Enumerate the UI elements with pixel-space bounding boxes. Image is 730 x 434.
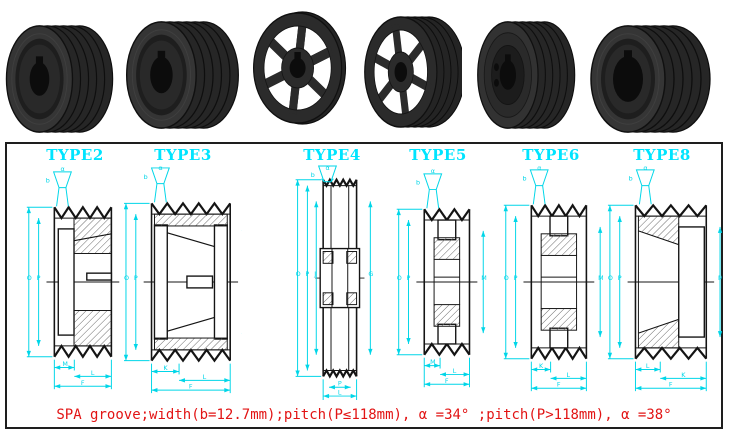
pulley-image: [5, 25, 114, 133]
svg-text:P: P: [134, 274, 138, 282]
svg-text:P: P: [338, 380, 342, 388]
svg-text:P: P: [618, 274, 622, 282]
svg-text:G: G: [368, 270, 373, 278]
svg-text:L: L: [338, 389, 342, 397]
pulley-photo: [122, 16, 244, 134]
svg-text:b: b: [416, 179, 420, 187]
svg-text:P: P: [37, 274, 41, 282]
svg-text:M: M: [718, 274, 722, 282]
svg-text:b: b: [629, 175, 633, 183]
svg-text:O: O: [124, 274, 129, 282]
svg-text:L: L: [646, 362, 650, 370]
pulley-image: [253, 11, 347, 125]
pulley-photo: [586, 20, 716, 138]
svg-text:M: M: [62, 360, 68, 368]
type-label: TYPE5: [409, 146, 467, 164]
svg-text:L: L: [567, 371, 571, 379]
svg-text:F: F: [669, 381, 673, 389]
pulley-photo: [2, 20, 118, 138]
svg-text:K: K: [163, 364, 168, 372]
svg-text:M: M: [598, 274, 604, 282]
type-label: TYPE8: [633, 146, 691, 164]
svg-text:O: O: [608, 274, 613, 282]
svg-text:O: O: [504, 274, 509, 282]
type-label: TYPE3: [154, 146, 212, 164]
svg-text:α: α: [158, 164, 162, 172]
pulley-image: [364, 16, 462, 128]
svg-text:b: b: [522, 175, 526, 183]
svg-text:M: M: [481, 274, 487, 282]
pulley-photo: [360, 12, 462, 132]
type-label: TYPE6: [522, 146, 580, 164]
svg-text:F: F: [445, 377, 449, 385]
svg-text:α: α: [537, 164, 541, 172]
svg-text:O: O: [397, 274, 402, 282]
svg-text:O: O: [27, 274, 32, 282]
svg-text:α: α: [326, 164, 330, 172]
svg-text:M: M: [430, 358, 436, 366]
svg-text:L: L: [453, 367, 457, 375]
svg-text:b: b: [144, 173, 148, 181]
svg-text:P: P: [407, 274, 411, 282]
svg-text:L: L: [203, 373, 207, 381]
pulley-image: [590, 25, 711, 133]
product-photo-row: [0, 0, 730, 142]
svg-text:K: K: [681, 371, 686, 379]
svg-text:O: O: [296, 270, 301, 278]
pulley-photo: [472, 16, 578, 134]
svg-text:P: P: [305, 270, 309, 278]
type-label: TYPE4: [303, 146, 361, 164]
svg-text:F: F: [189, 383, 193, 391]
pulley-image: [477, 21, 576, 129]
svg-text:b: b: [46, 177, 50, 185]
svg-text:K: K: [539, 362, 544, 370]
spec-caption: SPA groove;width(b=12.7mm);pitch(P≤118mm…: [56, 407, 672, 423]
svg-text:α: α: [431, 167, 435, 175]
svg-text:F: F: [557, 381, 561, 389]
svg-text:α: α: [643, 164, 647, 172]
type-drawing: OP M L KFα b: [607, 164, 722, 392]
type-label: TYPE2: [46, 146, 104, 164]
pulley-photo: [248, 8, 352, 128]
svg-text:P: P: [514, 274, 518, 282]
svg-text:α: α: [60, 165, 64, 173]
svg-text:F: F: [81, 379, 85, 387]
pulley-image: [125, 21, 239, 129]
svg-text:L: L: [91, 369, 95, 377]
type-cell: TYPE8 OP M L KFα b: [604, 146, 722, 404]
svg-text:b: b: [311, 171, 315, 179]
svg-text:J: J: [313, 270, 316, 278]
